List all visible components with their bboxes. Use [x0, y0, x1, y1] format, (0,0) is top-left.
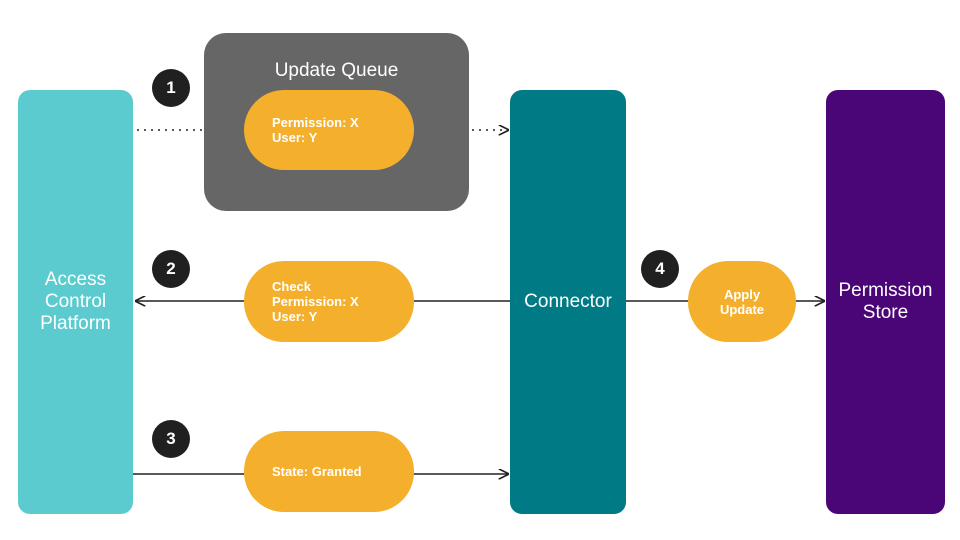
permission-store-label: Permission Store	[838, 280, 933, 323]
apply-update-message: Apply Update	[688, 261, 796, 342]
step-badge-4: 4	[641, 250, 679, 288]
state-message: State: Granted	[244, 431, 414, 512]
apply-update-message-text: Apply Update	[719, 286, 765, 317]
connector-label: Connector	[524, 291, 612, 312]
queued-message: Permission: X User: Y	[244, 90, 414, 170]
step-badge-3: 3	[152, 420, 190, 458]
check-message: Check Permission: X User: Y	[244, 261, 414, 342]
access-control-platform-label: Access Control Platform	[40, 269, 111, 334]
step-badge-2: 2	[152, 250, 190, 288]
access-control-platform-node: Access Control Platform	[18, 90, 133, 514]
state-message-text: State: Granted	[272, 464, 362, 479]
permission-store-node: Permission Store	[826, 90, 945, 514]
queued-message-text: Permission: X User: Y	[272, 115, 359, 145]
connector-node: Connector	[510, 90, 626, 514]
update-queue-title: Update Queue	[274, 60, 399, 81]
step-badge-1: 1	[152, 69, 190, 107]
check-message-text: Check Permission: X User: Y	[272, 279, 359, 324]
